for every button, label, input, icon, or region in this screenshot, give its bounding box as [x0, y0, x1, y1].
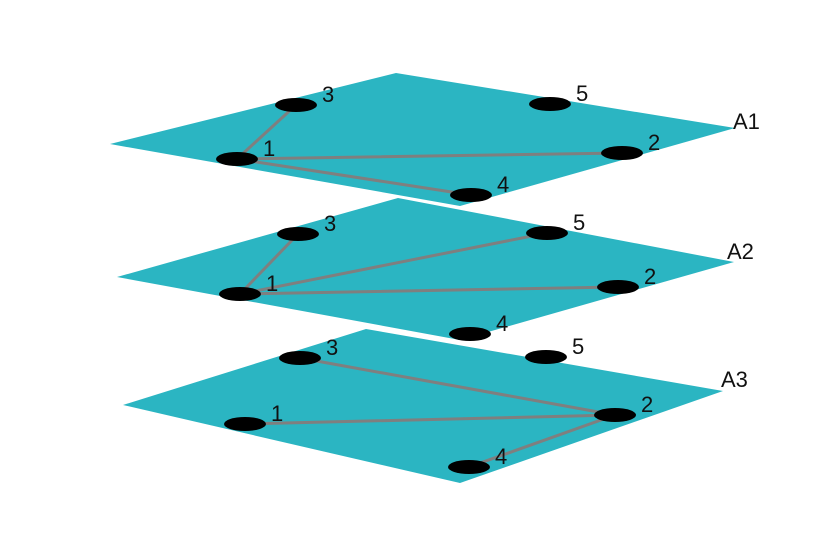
node-5 [525, 350, 567, 364]
node-1 [216, 152, 258, 166]
layer-a3: 1 2 3 4 5A3 [123, 329, 748, 483]
layer-plane [110, 73, 735, 206]
edge-1-2 [243, 413, 617, 426]
node-2 [601, 146, 643, 160]
edge-4-2 [467, 413, 617, 469]
node-label: 2 [641, 392, 653, 417]
node-label: 3 [322, 82, 334, 107]
layer-plane [117, 198, 734, 340]
layer-label: A3 [721, 367, 748, 392]
node-label: 2 [648, 130, 660, 155]
node-label: 1 [271, 401, 283, 426]
node-label: 3 [324, 211, 336, 236]
node-1 [219, 287, 261, 301]
node-label: 5 [576, 81, 588, 106]
node-2 [594, 408, 636, 422]
node-label: 3 [326, 335, 338, 360]
node-3 [275, 98, 317, 112]
node-label: 1 [263, 136, 275, 161]
node-4 [448, 460, 490, 474]
node-3 [279, 351, 321, 365]
edge-3-2 [298, 356, 617, 417]
node-label: 4 [495, 444, 507, 469]
node-1 [224, 417, 266, 431]
node-2 [597, 280, 639, 294]
node-label: 2 [644, 264, 656, 289]
edge-1-4 [235, 157, 473, 197]
edge-1-3 [238, 232, 300, 296]
node-5 [526, 226, 568, 240]
node-label: 4 [497, 172, 509, 197]
layer-a2: 1 2 3 4 5A2 [117, 198, 754, 341]
edge-1-3 [235, 103, 298, 161]
layer-label: A2 [727, 239, 754, 264]
edge-1-2 [235, 151, 624, 161]
node-4 [450, 188, 492, 202]
node-label: 4 [496, 311, 508, 336]
layer-a1: 1 2 3 4 5A1 [110, 73, 760, 206]
edge-1-2 [238, 285, 620, 296]
node-5 [529, 97, 571, 111]
node-label: 1 [266, 271, 278, 296]
node-label: 5 [573, 210, 585, 235]
node-label: 5 [572, 334, 584, 359]
node-3 [277, 227, 319, 241]
node-4 [449, 327, 491, 341]
layer-plane [123, 329, 723, 483]
layer-label: A1 [733, 109, 760, 134]
edge-1-5 [238, 231, 549, 296]
